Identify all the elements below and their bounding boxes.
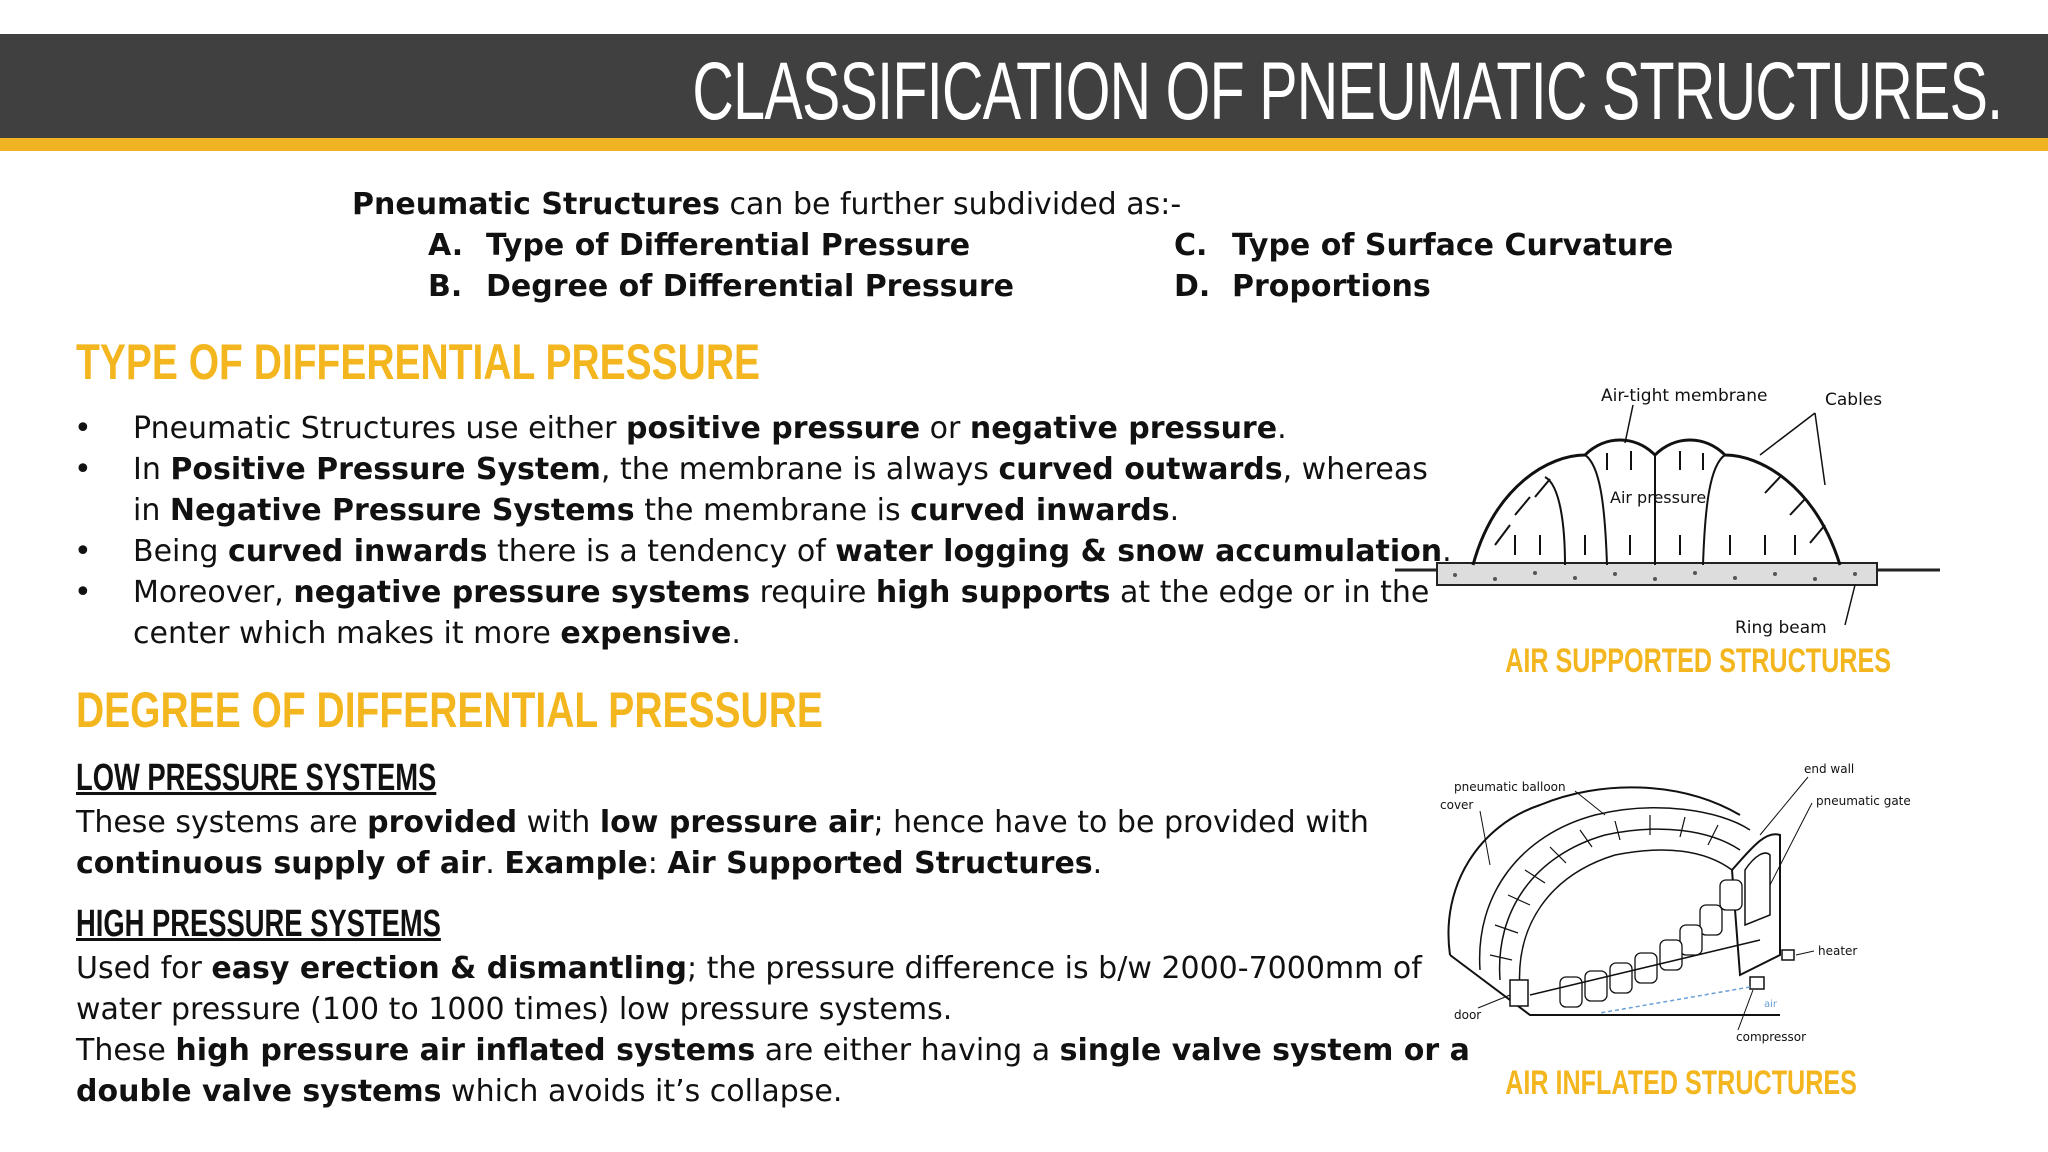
label-air-pressure: Air pressure [1610,488,1706,507]
bullet-3: Being curved inwards there is a tendency… [133,534,1452,569]
caption-air-inflated: AIR INFLATED STRUCTURES [1505,1064,1857,1102]
page-title: CLASSIFICATION OF PNEUMATIC STRUCTURES. [691,46,2003,137]
title-accent-stripe [0,138,2048,151]
bullet-2-line-1: In Positive Pressure System, the membran… [133,452,1428,487]
label-air: air [1764,999,1778,1010]
list-item-d: D.Proportions [1174,269,1431,304]
bullet-4-line-1: Moreover, negative pressure systems requ… [133,575,1430,610]
low-pressure-line-1: These systems are provided with low pres… [76,805,1369,840]
air-supported-structure-diagram: Air-tight membrane Cables Air pressure R… [1395,386,1940,638]
bullet-marker: • [74,411,92,446]
high-pressure-line-1: Used for easy erection & dismantling; th… [76,951,1422,986]
high-pressure-line-2: water pressure (100 to 1000 times) low p… [76,992,953,1027]
label-air-tight-membrane: Air-tight membrane [1601,386,1767,406]
list-item-c: C.Type of Surface Curvature [1174,228,1674,263]
high-pressure-line-3: These high pressure air inflated systems… [76,1033,1470,1068]
title-bar [0,34,2048,138]
subheading-high-pressure: HIGH PRESSURE SYSTEMS [76,903,441,945]
label-cables: Cables [1825,390,1882,410]
section-heading-degree: DEGREE OF DIFFERENTIAL PRESSURE [76,682,823,738]
label-door: door [1454,1008,1481,1022]
air-inflated-structure-diagram: pneumatic balloon cover end wall pneumat… [1440,762,1911,1044]
label-heater: heater [1818,944,1857,958]
bullet-marker: • [74,534,92,569]
label-compressor: compressor [1736,1030,1806,1044]
section-heading-type: TYPE OF DIFFERENTIAL PRESSURE [76,334,761,390]
intro-text: Pneumatic Structures can be further subd… [352,187,1182,222]
caption-air-supported: AIR SUPPORTED STRUCTURES [1505,642,1892,680]
label-ring-beam: Ring beam [1735,618,1827,638]
bullet-4-line-2: center which makes it more expensive. [133,616,741,651]
subheading-low-pressure: LOW PRESSURE SYSTEMS [76,757,437,799]
label-pneumatic-balloon: pneumatic balloon [1454,780,1566,794]
label-cover: cover [1440,798,1473,812]
bullet-1: Pneumatic Structures use either positive… [133,411,1287,446]
high-pressure-line-4: double valve systems which avoids it’s c… [76,1074,843,1109]
bullet-2-line-2: in Negative Pressure Systems the membran… [133,493,1180,528]
low-pressure-line-2: continuous supply of air. Example: Air S… [76,846,1103,881]
list-item-b: B.Degree of Differential Pressure [428,269,1015,304]
bullet-marker: • [74,575,92,610]
list-item-a: A.Type of Differential Pressure [428,228,971,263]
bullet-marker: • [74,452,92,487]
label-pneumatic-gate: pneumatic gate [1816,794,1911,808]
label-end-wall: end wall [1804,762,1854,776]
